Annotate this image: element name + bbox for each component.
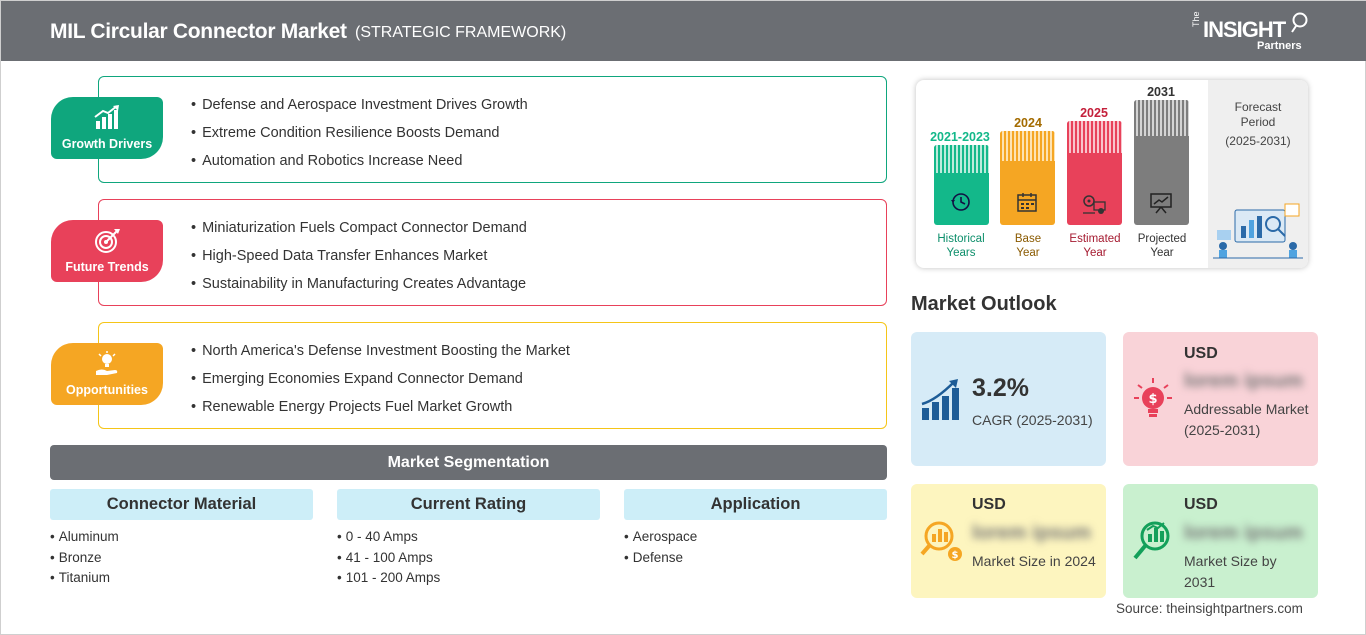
- future-trends-badge: Future Trends: [51, 220, 163, 282]
- segmentation-title: Market Segmentation: [50, 445, 887, 480]
- size-2031-usd: USD: [1184, 496, 1218, 513]
- list-item: Defense: [624, 548, 887, 569]
- svg-text:$: $: [1148, 392, 1157, 407]
- list-item: Defense and Aerospace Investment Drives …: [191, 95, 528, 123]
- badge-label: Opportunities: [66, 383, 148, 397]
- size-2024-usd: USD: [972, 496, 1006, 513]
- header-bar: MIL Circular Connector Market (STRATEGIC…: [1, 1, 1366, 61]
- growth-drivers-card: Defense and Aerospace Investment Drives …: [98, 76, 887, 183]
- list-item: Aerospace: [624, 527, 887, 548]
- opportunities-card: North America's Defense Investment Boost…: [98, 322, 887, 429]
- size-2024-value: lorem ipsum: [972, 522, 1091, 544]
- calendar-icon: [1017, 193, 1037, 212]
- svg-text:$: $: [952, 550, 959, 561]
- list-item: 0 - 40 Amps: [337, 527, 600, 548]
- list-item: 101 - 200 Amps: [337, 568, 600, 589]
- size-2031-value: lorem ipsum: [1184, 522, 1303, 544]
- opportunities-badge: Opportunities: [51, 343, 163, 405]
- timeline-year: 2031: [1147, 85, 1175, 99]
- cagr-card: 3.2% CAGR (2025-2031): [911, 332, 1106, 466]
- list-item: Titanium: [50, 568, 313, 589]
- timeline-panel: Forecast Period (2025-2031) 2021-2023: [916, 80, 1308, 268]
- money-bulb-icon: $: [1134, 378, 1172, 417]
- addressable-usd: USD: [1184, 345, 1218, 362]
- cagr-value: 3.2%: [972, 374, 1029, 402]
- forecast-label-3: (2025-2031): [1225, 134, 1291, 148]
- logo-the: The: [1191, 11, 1201, 27]
- list-item: Miniaturization Fuels Compact Connector …: [191, 218, 527, 246]
- list-item: Renewable Energy Projects Fuel Market Gr…: [191, 397, 570, 425]
- market-size-2024-card: $ USD lorem ipsum Market Size in 2024: [911, 484, 1106, 598]
- growth-drivers-badge: Growth Drivers: [51, 97, 163, 159]
- insight-partners-logo[interactable]: The INSIGHT Partners: [1191, 11, 1311, 53]
- caption-line: Projected: [1137, 233, 1187, 245]
- timeline-year: 2025: [1080, 106, 1108, 120]
- list-item: 41 - 100 Amps: [337, 548, 600, 569]
- source-note: Source: theinsightpartners.com: [1116, 601, 1303, 616]
- segment-application: Application Aerospace Defense: [624, 489, 887, 568]
- list-item: Emerging Economies Expand Connector Dema…: [191, 369, 570, 397]
- segment-header: Current Rating: [337, 489, 600, 520]
- future-trends-card: Miniaturization Fuels Compact Connector …: [98, 199, 887, 306]
- timeline-year: 2024: [1014, 116, 1042, 130]
- list-item: Automation and Robotics Increase Need: [191, 151, 528, 179]
- segment-connector-material: Connector Material Aluminum Bronze Titan…: [50, 489, 313, 589]
- addressable-value: lorem ipsum: [1184, 370, 1303, 392]
- timeline-bar-historical: [934, 145, 989, 225]
- estimate-gears-icon: [1083, 195, 1106, 214]
- timeline-bar-base: [1000, 131, 1055, 225]
- segment-header: Application: [624, 489, 887, 520]
- size-2031-label: Market Size by 2031: [1184, 553, 1277, 590]
- timeline-bar-projected: [1134, 100, 1189, 225]
- cagr-label: CAGR (2025-2031): [972, 412, 1093, 428]
- target-icon: [95, 229, 120, 253]
- analytics-illustration-icon: [1213, 203, 1303, 259]
- list-item: Sustainability in Manufacturing Creates …: [191, 274, 527, 302]
- growth-chart-icon: [94, 105, 119, 129]
- logo-magnifier-icon: [1291, 12, 1308, 33]
- caption-line: Years: [946, 247, 976, 259]
- lightbulb-hand-icon: [96, 351, 118, 375]
- chart-search-icon: [1133, 521, 1170, 560]
- bar-growth-icon: [921, 379, 959, 420]
- segment-header: Connector Material: [50, 489, 313, 520]
- list-item: Extreme Condition Resilience Boosts Dema…: [191, 123, 528, 151]
- list-item: Bronze: [50, 548, 313, 569]
- addressable-label: Addressable Market (2025-2031): [1184, 401, 1309, 438]
- addressable-market-card: $ USD lorem ipsum Addressable Market (20…: [1123, 332, 1318, 466]
- segment-current-rating: Current Rating 0 - 40 Amps 41 - 100 Amps…: [337, 489, 600, 589]
- market-size-2031-card: USD lorem ipsum Market Size by 2031: [1123, 484, 1318, 598]
- timeline-caption-estimated: Estimated Year: [1062, 232, 1128, 260]
- caption-line: Year: [1016, 247, 1040, 259]
- badge-label: Growth Drivers: [61, 137, 153, 151]
- size-2024-label: Market Size in 2024: [972, 553, 1096, 569]
- timeline-caption-historical: Historical Years: [924, 232, 998, 260]
- timeline-caption-base: Base Year: [998, 232, 1058, 260]
- logo-insight: INSIGHT: [1203, 17, 1286, 42]
- caption-line: Year: [1150, 247, 1174, 259]
- history-clock-icon: [951, 193, 970, 211]
- caption-line: Estimated: [1069, 233, 1121, 245]
- timeline-year: 2021-2023: [930, 130, 990, 144]
- money-search-icon: $: [920, 521, 962, 561]
- caption-line: Year: [1083, 247, 1107, 259]
- page-subtitle: (STRATEGIC FRAMEWORK): [355, 24, 567, 41]
- market-outlook-title: Market Outlook: [911, 293, 1057, 315]
- list-item: High-Speed Data Transfer Enhances Market: [191, 246, 527, 274]
- caption-line: Base: [1014, 233, 1042, 245]
- forecast-label-1: Forecast: [1234, 100, 1282, 114]
- timeline-bar-estimated: [1067, 121, 1122, 225]
- caption-line: Historical: [937, 233, 985, 245]
- forecast-label-2: Period: [1240, 115, 1276, 129]
- timeline-caption-projected: Projected Year: [1129, 232, 1195, 260]
- page-title: MIL Circular Connector Market: [50, 20, 347, 43]
- logo-partners: Partners: [1257, 40, 1302, 52]
- list-item: Aluminum: [50, 527, 313, 548]
- badge-label: Future Trends: [65, 260, 149, 274]
- list-item: North America's Defense Investment Boost…: [191, 341, 570, 369]
- projection-board-icon: [1150, 193, 1172, 214]
